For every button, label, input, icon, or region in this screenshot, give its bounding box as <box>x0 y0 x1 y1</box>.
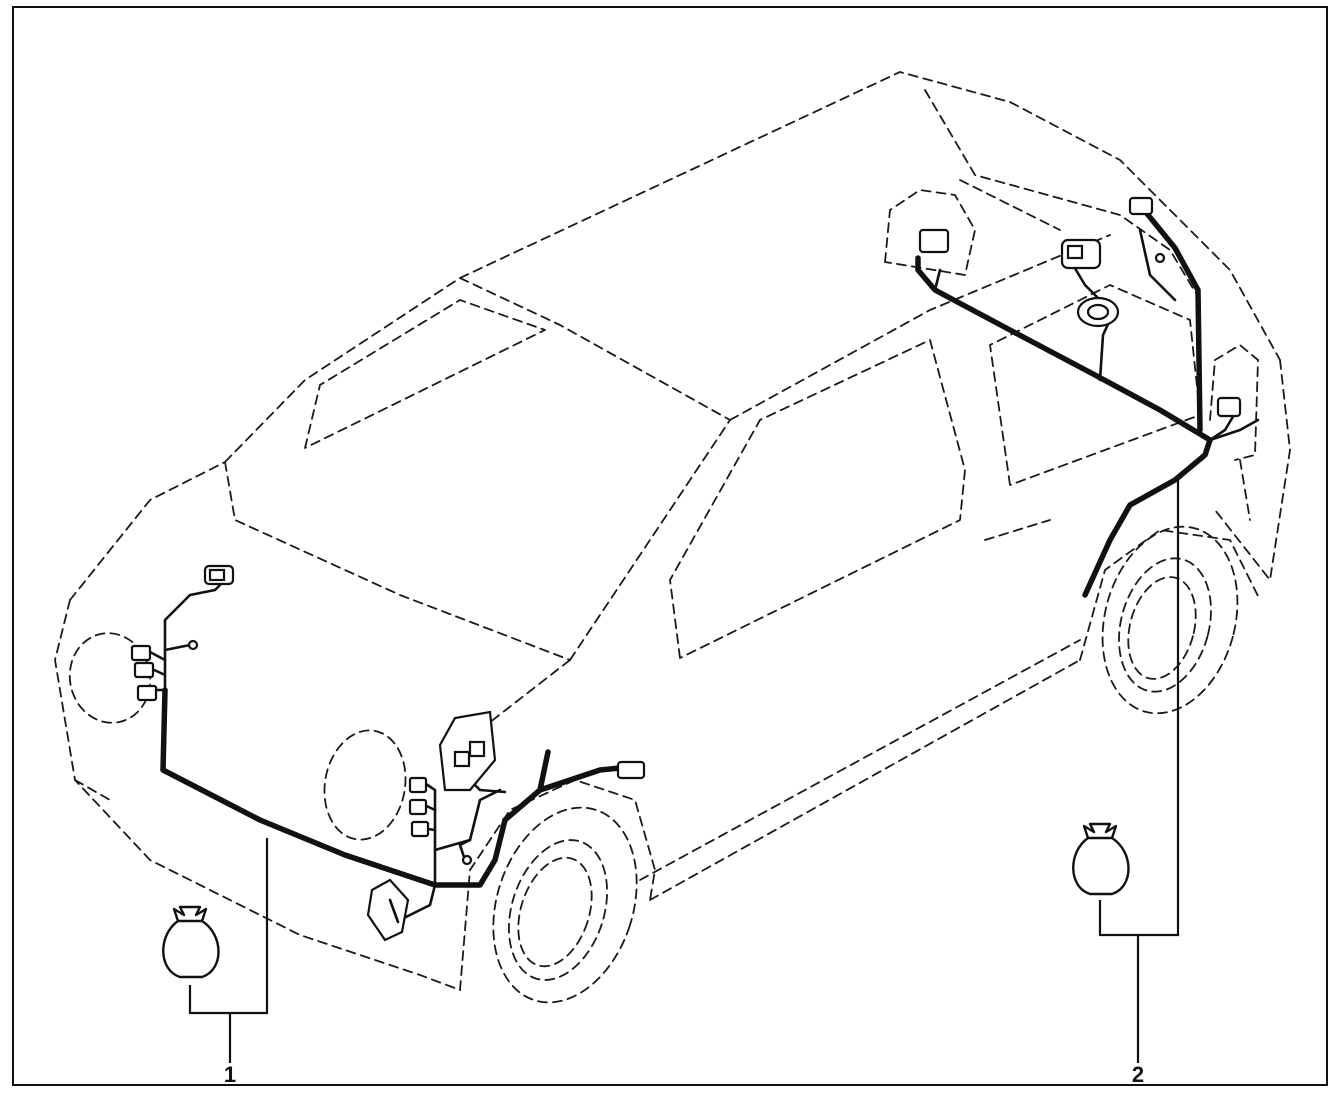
connector-icon <box>130 644 152 662</box>
connector-icon <box>616 760 646 780</box>
front-wiring-harness <box>148 578 623 922</box>
callout-2-leader <box>1098 480 1180 1063</box>
connector-icon <box>133 661 155 679</box>
connector-icon <box>408 776 428 794</box>
horn-icon <box>366 878 410 942</box>
rear-wiring-harness <box>915 202 1260 598</box>
connector-icon <box>1154 252 1166 264</box>
connector-icon <box>187 639 199 651</box>
connector-icon <box>1216 396 1242 418</box>
connector-icon <box>408 798 428 816</box>
connector-icon <box>410 820 430 838</box>
callout-label-1: 1 <box>223 1062 237 1087</box>
bag-icon <box>162 905 220 979</box>
connector-icon <box>1060 238 1102 270</box>
rear-connectors <box>918 196 1242 418</box>
bag-icon <box>1072 822 1130 896</box>
connector-icon <box>136 684 158 702</box>
relay-box-icon <box>438 710 497 792</box>
connector-icon <box>1128 196 1154 216</box>
connector-icon <box>461 854 473 866</box>
callout-1-leader <box>188 838 269 1063</box>
connector-icon <box>203 564 235 586</box>
car-body-outline <box>54 71 1291 1004</box>
callout-label-2: 2 <box>1131 1062 1145 1087</box>
connector-icon <box>918 228 950 254</box>
front-connectors <box>130 564 646 942</box>
connector-icon <box>1076 296 1120 328</box>
